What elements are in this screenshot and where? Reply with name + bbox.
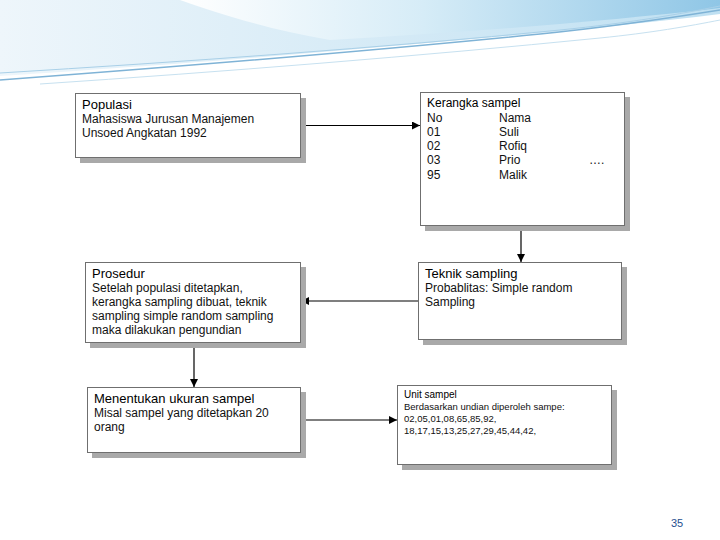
box-heading: Populasi <box>82 97 294 112</box>
swoosh-line <box>0 10 720 80</box>
sampling-frame-box: Kerangka sampelNo Nama 01 Suli 02 Rofiq 03 Prio… <box>420 92 625 226</box>
swoosh-band <box>0 0 720 76</box>
flow-arrow <box>301 419 397 420</box>
flow-arrow <box>520 226 521 262</box>
flow-arrow <box>301 125 420 126</box>
table-cell: Malik <box>499 168 527 182</box>
box-text: Mahasiswa Jurusan Manajemen Unsoed Angka… <box>82 112 294 140</box>
table-cell: 95 <box>427 168 440 182</box>
flow-arrow <box>193 343 194 387</box>
procedure-box: ProsedurSetelah populasi ditetapkan, ker… <box>85 262 301 343</box>
table-cell: 03 <box>427 153 440 167</box>
box-heading: Menentukan ukuran sampel <box>94 391 294 406</box>
table-cell: …. <box>589 153 604 167</box>
table-cell: 01 <box>427 125 440 139</box>
swoosh-line <box>40 20 720 84</box>
sample-size-box: Menentukan ukuran sampelMisal sampel yan… <box>87 387 301 453</box>
table-cell: Prio <box>499 153 520 167</box>
box-heading: Kerangka sampel <box>427 96 520 110</box>
table-cell: Nama <box>499 111 531 125</box>
box-heading: Prosedur <box>92 266 294 281</box>
box-text: Berdasarkan undian diperoleh sampe: 02,0… <box>404 401 605 437</box>
flow-arrow <box>301 300 418 301</box>
swoosh-line <box>0 6 720 73</box>
table-cell: 02 <box>427 139 440 153</box>
page-number: 35 <box>671 517 683 529</box>
box-text: Misal sampel yang ditetapkan 20 orang <box>94 406 294 434</box>
box-heading: Unit sampel <box>404 389 605 401</box>
sampling-technique-box: Teknik samplingProbablitas: Simple rando… <box>418 262 622 340</box>
table-cell: Suli <box>499 125 519 139</box>
box-text: Setelah populasi ditetapkan, kerangka sa… <box>92 281 294 337</box>
population-box: PopulasiMahasiswa Jurusan Manajemen Unso… <box>75 93 301 158</box>
box-text: Probablitas: Simple random Sampling <box>425 281 615 309</box>
table-cell: Rofiq <box>499 139 527 153</box>
box-heading: Teknik sampling <box>425 266 615 281</box>
sample-unit-box: Unit sampelBerdasarkan undian diperoleh … <box>397 385 612 465</box>
table-cell: No <box>427 111 442 125</box>
